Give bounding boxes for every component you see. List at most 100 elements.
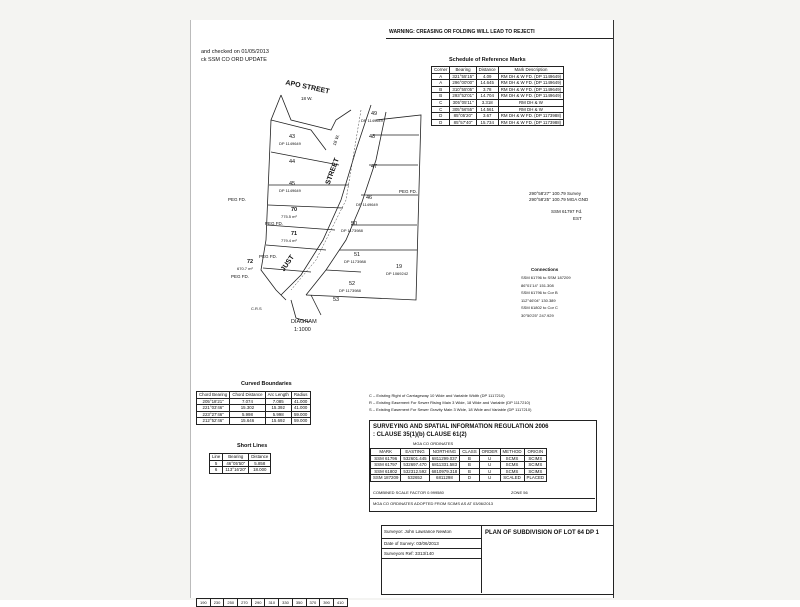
coordinate-cell: B xyxy=(459,461,480,469)
short-line-header: Distance xyxy=(248,453,272,461)
coordinate-cell: SCIMS xyxy=(523,461,548,469)
connection-line: SSM 61796 to SSM 187209 xyxy=(521,275,571,280)
curved-boundary-cell: 7.085 xyxy=(264,397,292,406)
coordinate-cell: U xyxy=(478,467,501,476)
reference-mark-cell: 296°00'00" xyxy=(449,79,477,87)
reference-mark-cell: RM DH & W xyxy=(497,105,565,114)
short-line-header: Bearing xyxy=(222,453,250,461)
plan-title: PLAN OF SUBDIVISION OF LOT 64 DP 1 xyxy=(485,530,599,536)
lot-deposited-plan: 775.5 m² xyxy=(281,214,297,219)
reference-mark-cell: 14.704 xyxy=(475,92,499,100)
lot-number: 51 xyxy=(354,252,361,258)
reference-mark-cell: 14.645 xyxy=(475,79,499,87)
surveyor-name: Surveyor: John Lawrance Newton xyxy=(384,529,452,534)
coordinate-cell: B xyxy=(459,454,480,463)
coordinate-cell: 6811298 xyxy=(428,474,461,482)
coordinate-header: EASTING xyxy=(400,448,430,456)
reference-mark-cell: 321°55'15" xyxy=(449,72,477,81)
coordinate-cell: 532601.445 xyxy=(400,454,430,463)
zone: ZONE 56 xyxy=(511,490,528,495)
short-line-cell: 18.000 xyxy=(248,466,272,474)
short-line-cell: 46°05'50" xyxy=(222,459,250,468)
coordinate-cell: 6810979.318 xyxy=(428,467,461,476)
easement-note: S – Existing Easement For Sewer Gravity … xyxy=(369,407,532,412)
coordinate-header: ORDER xyxy=(478,448,501,456)
short-line-cell: 5.858 xyxy=(248,459,272,468)
coordinate-cell: SCIMS xyxy=(523,454,548,463)
reference-mark-cell: 85°57'40" xyxy=(449,118,477,127)
connection-line: SSM 61796 to Cor B xyxy=(521,290,558,295)
peg-label: PEG FD. xyxy=(259,254,278,259)
coordinate-cell: D xyxy=(459,474,480,482)
lot-number: 49 xyxy=(371,111,378,117)
reference-mark-cell: 310°55'05" xyxy=(449,85,477,94)
curved-boundary-cell: 7.074 xyxy=(229,397,266,406)
reference-mark-header: Bearing xyxy=(449,66,477,74)
title-block xyxy=(381,525,614,595)
coordinate-cell: 6811299.037 xyxy=(428,454,461,463)
curved-boundary-cell: 59.000 xyxy=(290,417,311,425)
reference-mark-cell: RM DH & W FD. (DP 1173988) xyxy=(497,118,565,127)
coordinate-cell: SSM 61797 xyxy=(369,461,402,469)
curved-boundaries-title: Curved Boundaries xyxy=(241,381,292,387)
peg-label: PEG FD. xyxy=(399,189,418,194)
crs-label: C.R.S xyxy=(251,306,262,311)
coordinate-cell: U xyxy=(478,474,501,482)
lot-number: 45 xyxy=(289,181,296,187)
reference-mark-cell: 4.09 xyxy=(475,72,499,81)
curved-boundary-cell: 15.692 xyxy=(264,417,292,425)
easement-note: R – Existing Easement For Sewer Rising M… xyxy=(369,400,531,405)
subdivision-diagram xyxy=(260,94,422,323)
reference-mark-cell: 3.318 xyxy=(475,98,499,107)
coordinate-cell: 532697.470 xyxy=(400,461,430,469)
reference-mark-cell: A xyxy=(430,72,451,81)
coordinate-cell: B xyxy=(459,467,480,476)
connection-line: SSM 61802 to Cor C xyxy=(521,305,558,310)
lot-number: 53 xyxy=(333,297,340,303)
reference-mark-cell: 15.734 xyxy=(475,118,499,127)
curved-boundary-cell: 212°52'46" xyxy=(195,417,231,425)
coordinate-cell: SCMS xyxy=(499,467,525,476)
coordinate-cell: SCMS xyxy=(499,461,525,469)
curved-boundary-cell: 59.000 xyxy=(290,410,311,419)
curved-boundary-header: Radius xyxy=(290,391,311,399)
lot-number: 44 xyxy=(289,159,296,165)
lot-number: 46 xyxy=(366,195,373,201)
reference-mark-header: Distance xyxy=(475,66,499,74)
curved-boundary-cell: 41.000 xyxy=(290,404,311,412)
mga-footnote: MGA CO ORDINATES ADOPTED FROM SCIMS AS A… xyxy=(373,501,494,506)
curved-boundary-cell: 205°18'21" xyxy=(195,397,231,406)
ssm-bearing-survey: 290°58'27" 100.79 Survey xyxy=(529,191,582,196)
reference-mark-cell: D xyxy=(430,118,451,127)
easement-note: C – Existing Right of Carriageway 10 Wid… xyxy=(369,393,505,398)
reference-mark-header: Mark Description xyxy=(497,66,565,74)
lot-deposited-plan: DP 1173988 xyxy=(339,288,361,293)
coordinate-cell: 532652 xyxy=(400,474,430,482)
coordinate-cell: 532312.592 xyxy=(400,467,430,476)
regulation-title-2: : CLAUSE 35(1)(b) CLAUSE 61(2) xyxy=(373,432,467,438)
reference-mark-cell: RM DH & W FD. (DP 1149649) xyxy=(497,79,565,87)
curved-boundary-cell: 41.000 xyxy=(290,397,311,406)
creasing-warning: WARNING: CREASING OR FOLDING WILL LEAD T… xyxy=(389,29,535,35)
surveyor-ref: Surveyors Ref: 3313/140 xyxy=(384,551,434,556)
curved-boundary-header: Chord Distance xyxy=(229,391,266,399)
reference-mark-cell: 305°56'55" xyxy=(449,105,477,114)
curved-boundary-cell: 5.998 xyxy=(229,410,266,419)
reference-mark-header: Corner xyxy=(430,66,451,74)
lot-number: 72 xyxy=(247,259,254,265)
lot-deposited-plan: 670.7 m² xyxy=(237,266,253,271)
reference-mark-cell: 3.78 xyxy=(475,85,499,94)
short-line-cell: 113°16'20" xyxy=(222,466,250,474)
